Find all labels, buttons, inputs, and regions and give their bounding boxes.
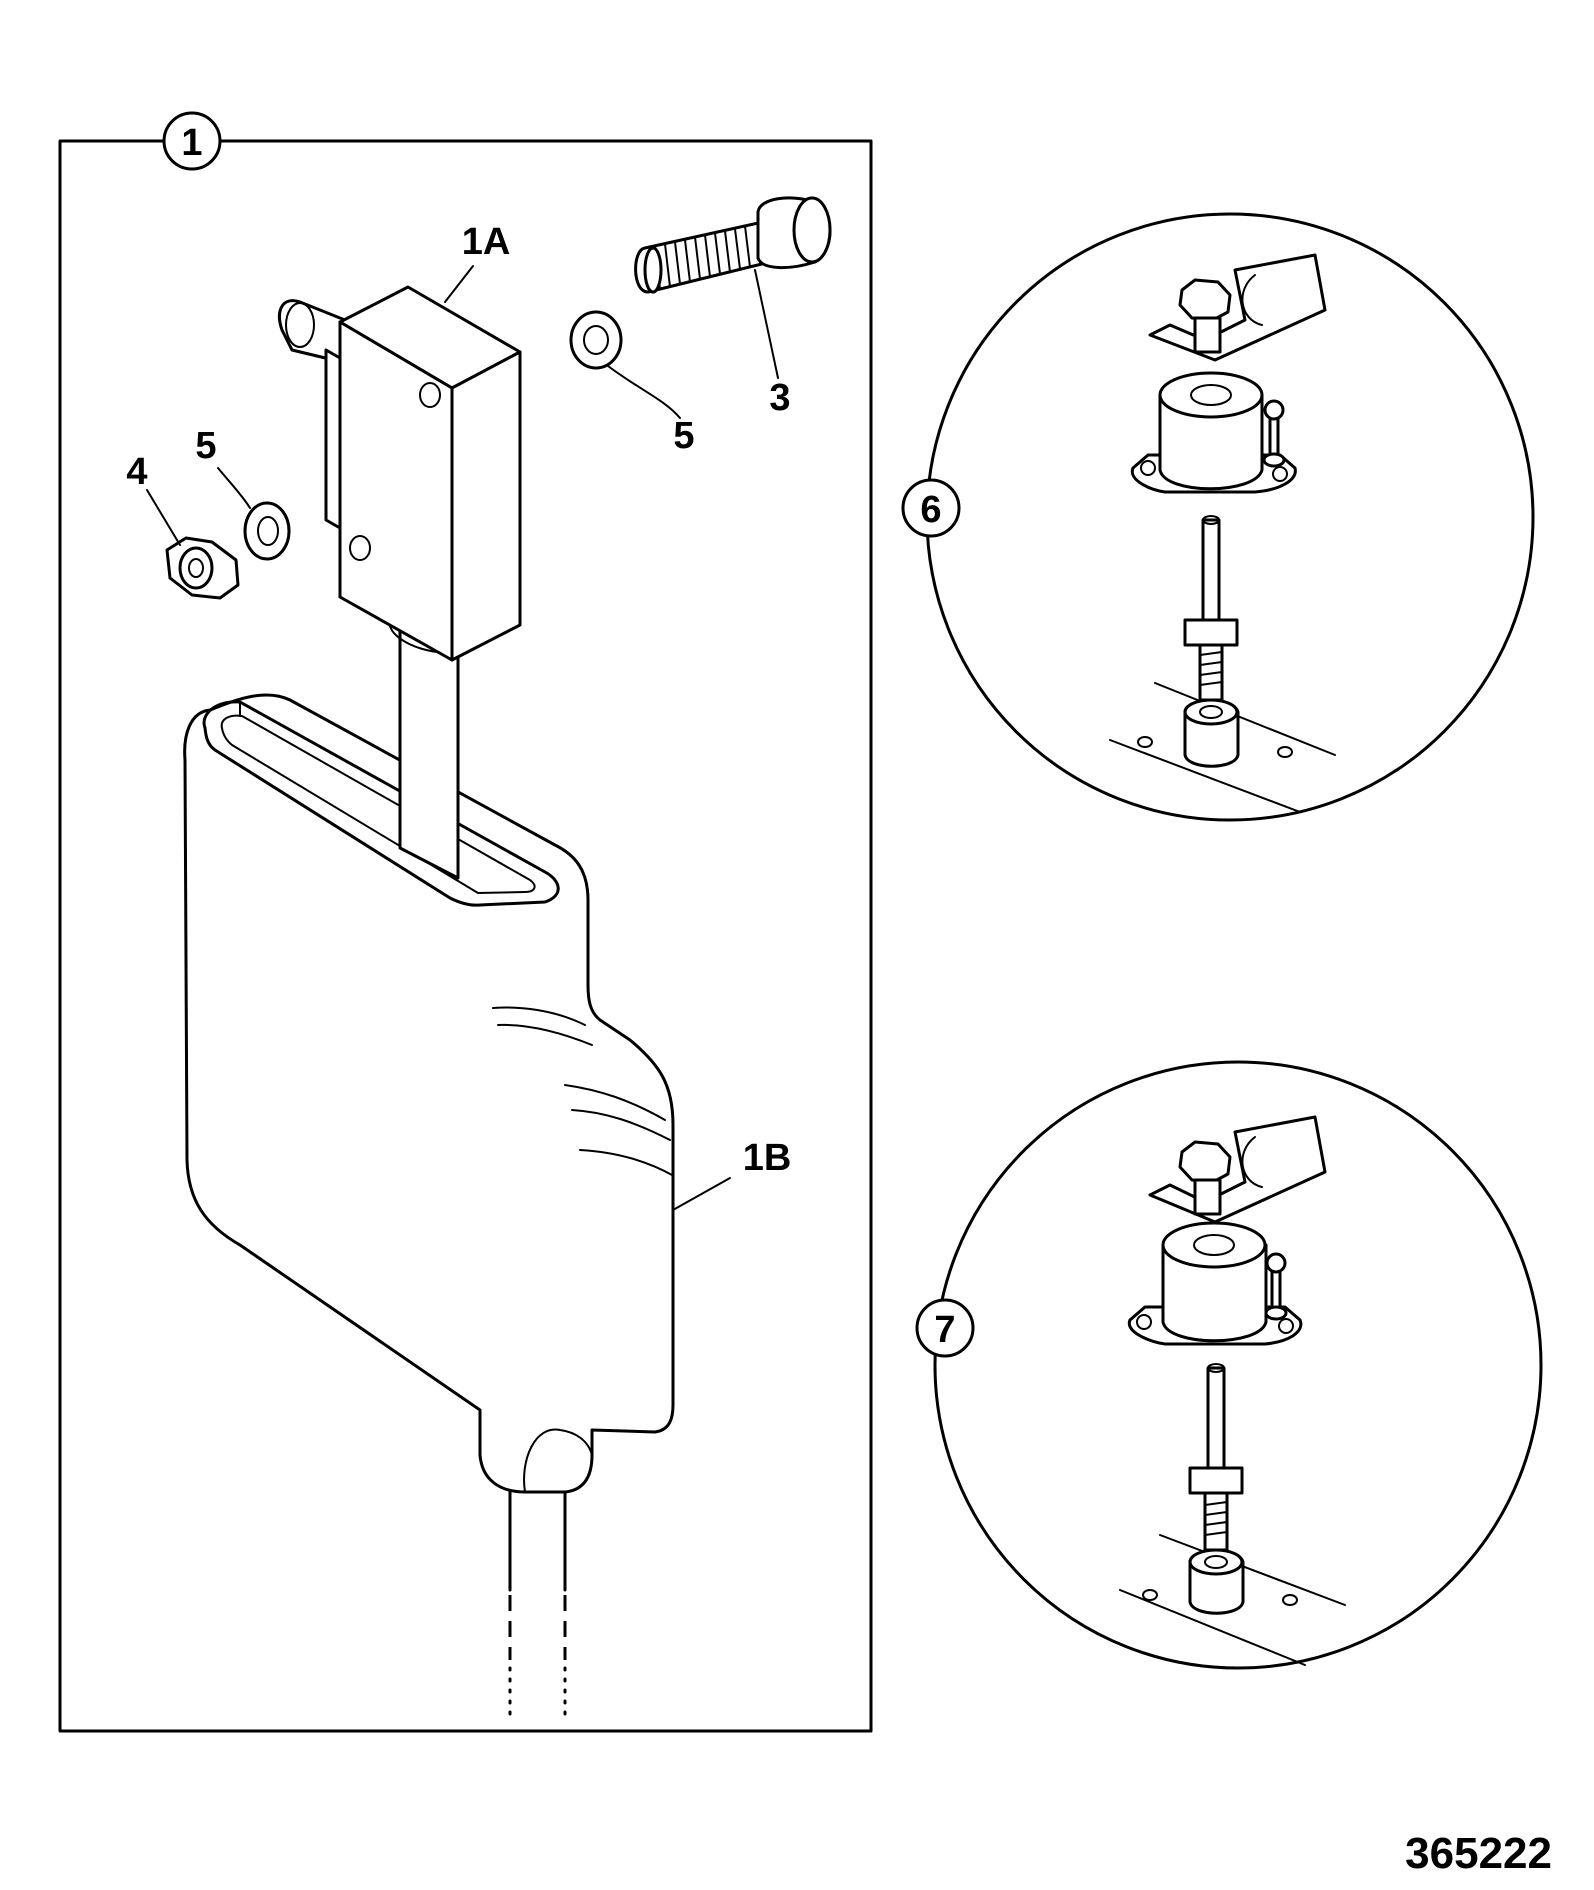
- cover-contour-5: [579, 1149, 673, 1176]
- detail-7-threaded-end: [1203, 1488, 1229, 1552]
- washer-left-part: [217, 467, 291, 561]
- cover-contour-2: [497, 1023, 593, 1046]
- detail-7-view: [933, 1060, 1543, 1670]
- washer-right-part: [569, 310, 681, 419]
- leader-cover: [672, 1177, 731, 1211]
- cover-contour-1: [492, 1006, 586, 1026]
- detail-7-shaft: [1206, 1366, 1226, 1470]
- detail-6-flange-hole-left: [1140, 460, 1156, 476]
- detail-7-socket-hole: [1204, 1555, 1228, 1569]
- nut-part: [146, 489, 240, 600]
- bolt-head-face: [792, 196, 832, 264]
- balloon-detail-6-label: 6: [920, 489, 941, 531]
- cover-bottom-neck: [523, 1428, 593, 1493]
- detail-6-base-line-2: [1109, 739, 1301, 813]
- detail-6-screw-washer: [1262, 452, 1286, 468]
- detail-7-solenoid-body: [1161, 1243, 1268, 1343]
- switch-part: [277, 265, 522, 880]
- detail-7-solenoid-top: [1161, 1221, 1267, 1269]
- detail-6-shaft-top: [1202, 515, 1220, 525]
- detail-7-base-hole-left: [1142, 1589, 1158, 1601]
- switch-block-side: [450, 350, 522, 662]
- detail-6-view: [925, 212, 1535, 822]
- callout-switch-body: 1A: [462, 221, 511, 263]
- cover-contour-3: [564, 1084, 666, 1121]
- detail-6-socket-top: [1183, 698, 1239, 726]
- balloon-detail-6-circle: [901, 478, 961, 538]
- detail-6-solenoid-body: [1158, 393, 1264, 491]
- detail-7-screw: [1270, 1266, 1282, 1312]
- callout-washer-left: 5: [195, 425, 216, 467]
- callout-bolt: 3: [769, 377, 790, 419]
- detail-7-flange-hole-right: [1278, 1318, 1294, 1334]
- detail-6-threaded-end: [1198, 638, 1224, 702]
- leader-bolt: [754, 269, 779, 379]
- callout-nut: 4: [126, 451, 147, 493]
- cover-part: [183, 693, 675, 1494]
- detail-6-hex-bolt: [1178, 278, 1232, 322]
- detail-7-base-line-2: [1119, 1589, 1306, 1666]
- balloon-assembly-circle: [162, 111, 222, 171]
- washer-left-outer: [243, 501, 291, 561]
- leader-washer-left: [217, 467, 251, 509]
- detail-7-base-line-1: [1159, 1534, 1346, 1606]
- document-number: 365222: [1405, 1829, 1552, 1878]
- washer-right-hole: [583, 325, 609, 355]
- detail-7-screw-head: [1265, 1252, 1287, 1274]
- detail-6-bracket-slot: [1241, 274, 1263, 326]
- detail-7-circle: [933, 1060, 1543, 1670]
- leader-washer-right: [607, 365, 681, 419]
- bolt-tip: [643, 246, 663, 294]
- detail-6-base-hole-left: [1137, 736, 1153, 748]
- detail-7-bracket: [1148, 1115, 1327, 1224]
- detail-6-solenoid-top: [1158, 371, 1264, 419]
- bolt-part: [634, 196, 832, 379]
- detail-7-base-hole-right: [1282, 1594, 1298, 1606]
- assembly-frame: 1: [58, 111, 873, 1733]
- washer-left-hole: [257, 516, 279, 546]
- detail-6-base-line-1: [1154, 682, 1336, 756]
- detail-7-socket-top: [1188, 1548, 1244, 1576]
- detail-7-screw-washer: [1264, 1305, 1288, 1321]
- balloon-detail-7-label: 7: [934, 1309, 955, 1351]
- detail-6-hex-bolt-shank: [1193, 316, 1222, 354]
- nut-face: [178, 546, 214, 590]
- detail-7-hex-bolt: [1178, 1140, 1232, 1184]
- switch-mount-hole-lower: [349, 535, 371, 561]
- detail-6-bracket: [1148, 253, 1327, 362]
- detail-7-bracket-slot: [1241, 1136, 1263, 1188]
- detail-6-socket-hole: [1199, 705, 1223, 719]
- switch-mount-hole-upper: [419, 382, 441, 408]
- callout-cover: 1B: [743, 1137, 792, 1179]
- detail-7-shaft-top: [1207, 1363, 1225, 1373]
- detail-6-locknut: [1183, 618, 1239, 647]
- detail-6-base-hole-right: [1277, 746, 1293, 758]
- cover-contour-4: [571, 1109, 671, 1141]
- balloon-assembly-label: 1: [181, 122, 202, 164]
- cable: [508, 1488, 567, 1717]
- detail-6-shaft: [1201, 518, 1221, 622]
- detail-6-solenoid-bore: [1190, 384, 1232, 406]
- balloon-detail-7-circle: [915, 1298, 975, 1358]
- callout-washer-right: 5: [673, 415, 694, 457]
- assembly-border: [58, 139, 873, 1733]
- detail-7-locknut: [1188, 1466, 1244, 1495]
- detail-6-flange-hole-right: [1272, 466, 1288, 482]
- leader-nut: [146, 489, 181, 546]
- detail-6-screw: [1268, 413, 1280, 460]
- cover-opening-inner: [220, 714, 536, 894]
- detail-7-solenoid-bore: [1193, 1234, 1235, 1256]
- leader-switch-body: [444, 265, 474, 303]
- switch-lug-hole: [285, 302, 315, 348]
- washer-right-outer: [569, 310, 623, 370]
- detail-6-screw-head: [1263, 399, 1285, 421]
- switch-rod: [398, 628, 460, 880]
- cover-opening-outer: [202, 700, 560, 907]
- detail-7-flange-hole-left: [1136, 1314, 1152, 1330]
- nut-hole: [188, 558, 204, 578]
- switch-lug-side: [324, 348, 342, 530]
- detail-7-hex-bolt-shank: [1193, 1178, 1222, 1216]
- cover-outline: [183, 693, 675, 1494]
